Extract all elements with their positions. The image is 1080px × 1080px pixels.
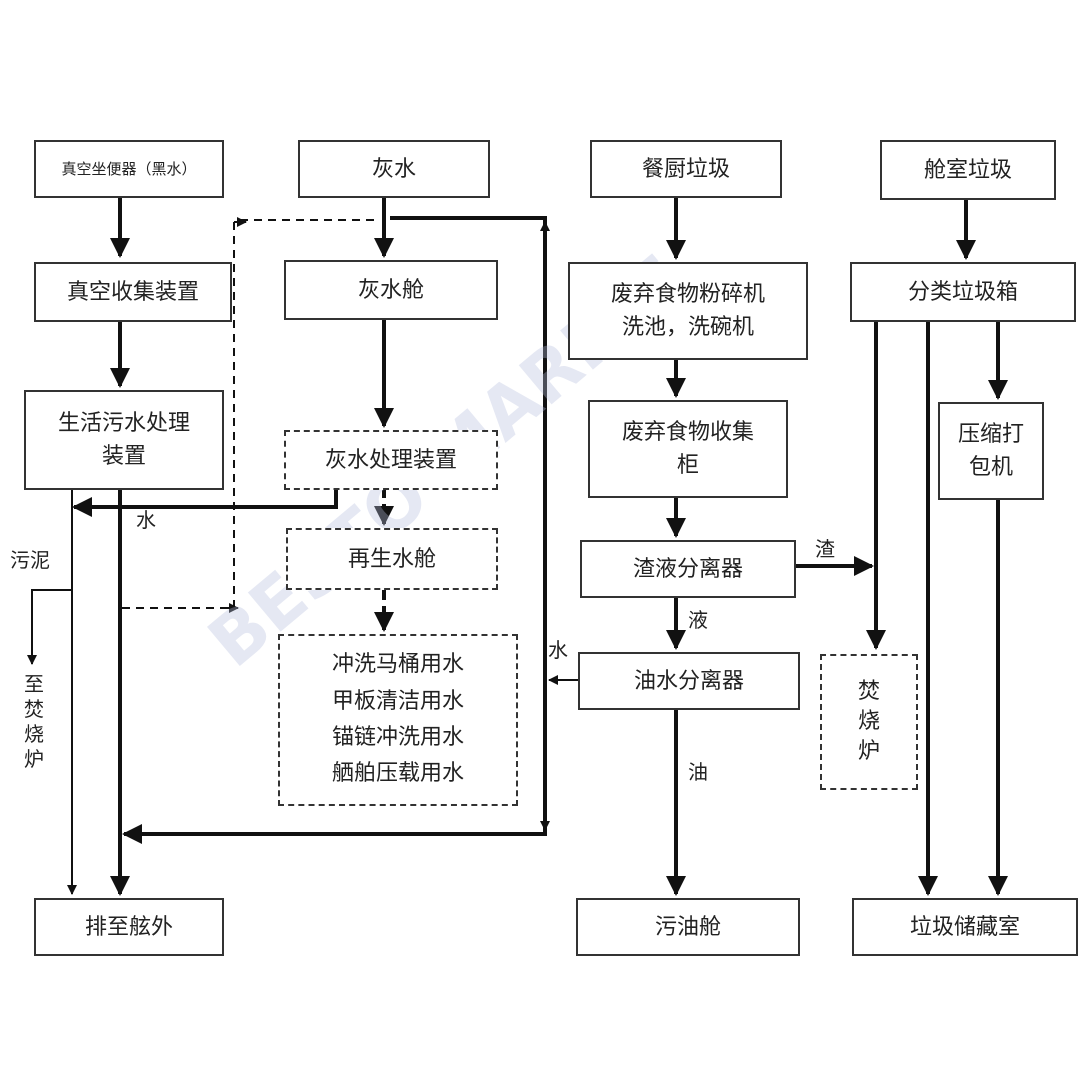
node-sewage-treatment: 生活污水处理 装置: [24, 390, 224, 490]
label-sludge: 污泥: [10, 548, 50, 572]
label-water-2: 水: [548, 638, 568, 662]
connector: [27, 589, 72, 665]
node-galley-waste: 餐厨垃圾: [590, 140, 782, 198]
node-garbage-storage: 垃圾储藏室: [852, 898, 1078, 956]
label-to-incinerator: 至焚烧炉: [24, 672, 44, 771]
label-slag: 渣: [815, 537, 835, 561]
node-cabin-waste: 舱室垃圾: [880, 140, 1056, 200]
label-water-1: 水: [136, 508, 156, 532]
node-sorting-bins: 分类垃圾箱: [850, 262, 1076, 322]
node-grey-water-tank: 灰水舱: [284, 260, 498, 320]
connector: [72, 488, 338, 517]
node-food-grinder: 废弃食物粉碎机 洗池，洗碗机: [568, 262, 808, 360]
connector: [122, 216, 547, 844]
label-liquid: 液: [688, 608, 708, 632]
node-compactor: 压缩打 包机: [938, 402, 1044, 500]
connector: [122, 217, 236, 609]
label-oil: 油: [688, 760, 708, 784]
node-grey-water-treatment: 灰水处理装置: [284, 430, 498, 490]
node-vacuum-collection: 真空收集装置: [34, 262, 232, 322]
node-discharge-overboard: 排至舷外: [34, 898, 224, 956]
node-slag-separator: 渣液分离器: [580, 540, 796, 598]
node-incinerator: 焚 烧 炉: [820, 654, 918, 790]
node-regen-water-tank: 再生水舱: [286, 528, 498, 590]
node-food-collection: 废弃食物收集 柜: [588, 400, 788, 498]
node-vacuum-toilet: 真空坐便器（黑水）: [34, 140, 224, 198]
node-waste-oil-tank: 污油舱: [576, 898, 800, 956]
node-oil-water-separator: 油水分离器: [578, 652, 800, 710]
node-reuse-list: 冲洗马桶用水 甲板清洁用水 锚链冲洗用水 舾舶压载用水: [278, 634, 518, 806]
node-grey-water: 灰水: [298, 140, 490, 198]
